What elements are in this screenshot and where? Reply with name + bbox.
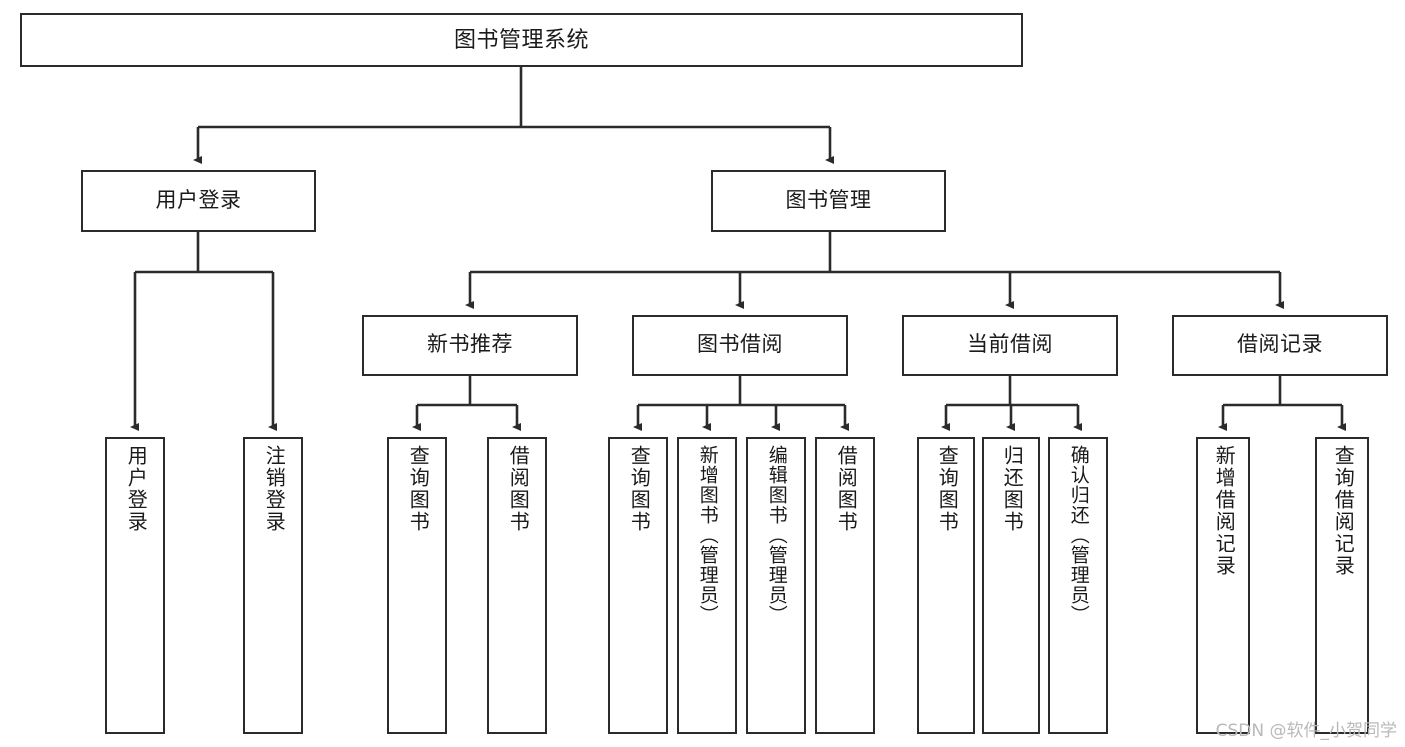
node-label: 归还图书 — [1000, 445, 1023, 533]
node-leaf-logout[interactable]: 注销登录 — [243, 437, 303, 734]
node-label: 查询图书 — [935, 445, 958, 533]
node-label: 注销登录 — [262, 445, 285, 533]
node-leaf-confirm-return-admin[interactable]: 确认归还（管理员） — [1048, 437, 1108, 734]
node-leaf-query-books-recommend[interactable]: 查询图书 — [387, 437, 447, 734]
node-leaf-borrow-books-recommend[interactable]: 借阅图书 — [487, 437, 547, 734]
node-label: 借阅记录 — [1237, 333, 1323, 357]
node-leaf-return-books[interactable]: 归还图书 — [982, 437, 1040, 734]
node-level3-current-borrow[interactable]: 当前借阅 — [902, 315, 1118, 376]
node-label: 当前借阅 — [967, 333, 1053, 357]
node-level2-book-management[interactable]: 图书管理 — [711, 170, 946, 232]
node-label: 借阅图书 — [506, 445, 529, 533]
node-label: 查询借阅记录 — [1331, 445, 1354, 577]
node-label: 用户登录 — [155, 188, 242, 212]
node-level3-book-borrow[interactable]: 图书借阅 — [632, 315, 848, 376]
node-label: 确认归还（管理员） — [1067, 445, 1089, 625]
node-leaf-user-login[interactable]: 用户登录 — [105, 437, 165, 734]
node-label: 新书推荐 — [427, 333, 513, 357]
node-leaf-edit-book-admin[interactable]: 编辑图书（管理员） — [746, 437, 806, 734]
node-label: 查询图书 — [406, 445, 429, 533]
node-label: 编辑图书（管理员） — [765, 445, 787, 625]
node-leaf-borrow-books[interactable]: 借阅图书 — [815, 437, 875, 734]
node-label: 新增借阅记录 — [1212, 445, 1235, 577]
node-label: 查询图书 — [627, 445, 650, 533]
node-label: 新增图书（管理员） — [696, 445, 718, 625]
node-label: 图书借阅 — [697, 333, 783, 357]
node-root[interactable]: 图书管理系统 — [20, 13, 1023, 67]
csdn-watermark: CSDN @软件_小贺同学 — [1215, 721, 1397, 741]
node-leaf-add-book-admin[interactable]: 新增图书（管理员） — [677, 437, 737, 734]
node-label: 图书管理系统 — [453, 27, 589, 53]
node-label: 借阅图书 — [834, 445, 857, 533]
node-leaf-add-borrow-record[interactable]: 新增借阅记录 — [1196, 437, 1250, 734]
node-level3-new-book-recommend[interactable]: 新书推荐 — [362, 315, 578, 376]
node-leaf-query-borrow-record[interactable]: 查询借阅记录 — [1315, 437, 1369, 734]
node-level2-user-login[interactable]: 用户登录 — [81, 170, 316, 232]
node-label: 图书管理 — [785, 188, 872, 212]
node-leaf-query-books-borrow[interactable]: 查询图书 — [608, 437, 668, 734]
node-level3-borrow-records[interactable]: 借阅记录 — [1172, 315, 1388, 376]
node-label: 用户登录 — [124, 445, 147, 533]
node-leaf-query-books-current[interactable]: 查询图书 — [917, 437, 975, 734]
